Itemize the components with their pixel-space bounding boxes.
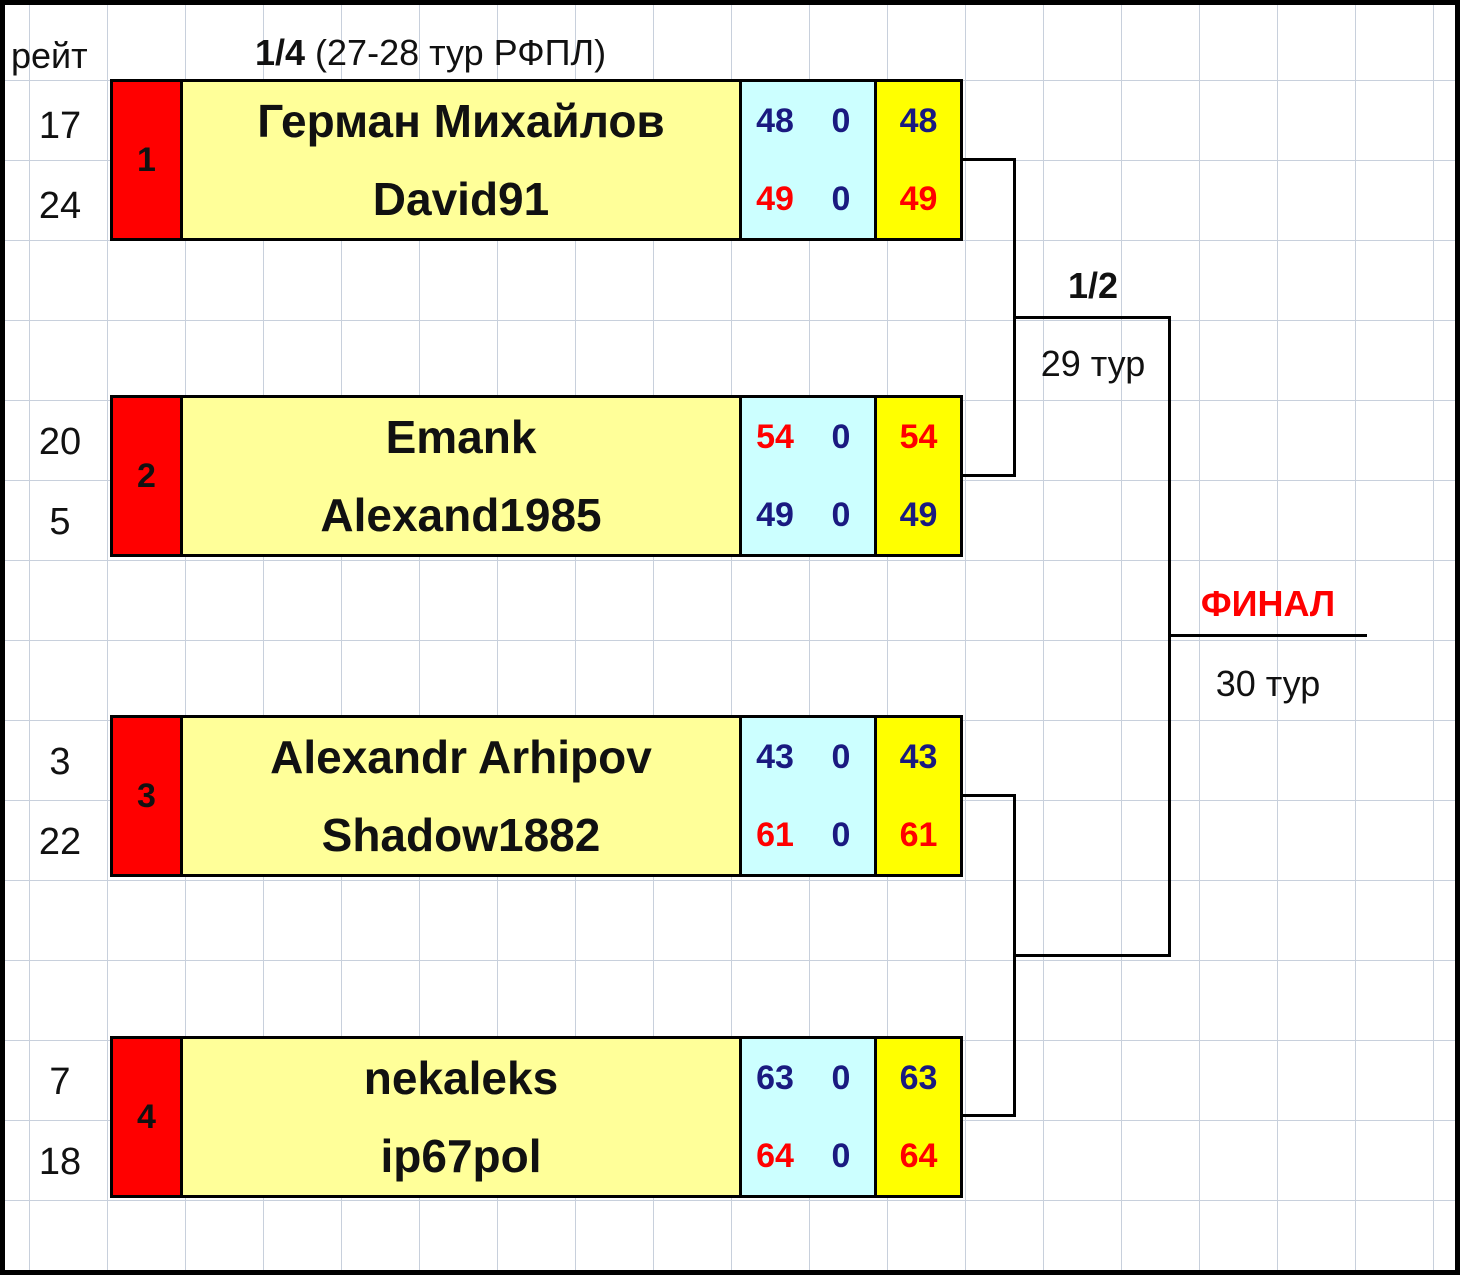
match-seed: 2 <box>113 398 183 554</box>
match-seed: 1 <box>113 82 183 238</box>
rating-value: 18 <box>38 1141 82 1183</box>
player-name: Alexandr Arhipov <box>270 731 652 783</box>
player-name: Shadow1882 <box>321 809 601 861</box>
player-name: Герман Михайлов <box>257 95 665 147</box>
rating-value: 3 <box>49 741 71 783</box>
round-scores: 48 0 49 0 <box>742 82 877 238</box>
rating-value: 20 <box>38 421 82 463</box>
bracket-connector <box>963 1114 1016 1117</box>
round-2-score: 0 <box>831 815 851 854</box>
total-score: 64 <box>899 1136 938 1175</box>
final-label: ФИНАЛ <box>1200 583 1336 624</box>
score-row: 63 0 <box>742 1039 874 1117</box>
bracket-connector <box>963 158 1016 161</box>
player-name: ip67pol <box>380 1130 542 1182</box>
bracket-connector <box>1013 954 1171 957</box>
total-score: 48 <box>899 101 938 140</box>
quarterfinal-match-2: 2 Emank Alexand1985 54 0 49 0 54 49 <box>110 395 963 557</box>
total-scores: 63 64 <box>877 1039 960 1195</box>
semifinal-round: 29 тур <box>1040 343 1146 384</box>
round-2-score: 0 <box>831 1058 851 1097</box>
bracket-connector <box>963 794 1016 797</box>
match-seed: 3 <box>113 718 183 874</box>
player-names: Герман Михайлов David91 <box>183 82 742 238</box>
rating-column-header: рейт <box>11 35 88 76</box>
round-scores: 43 0 61 0 <box>742 718 877 874</box>
total-score: 61 <box>899 815 938 854</box>
quarterfinal-match-1: 1 Герман Михайлов David91 48 0 49 0 48 4… <box>110 79 963 241</box>
total-scores: 43 61 <box>877 718 960 874</box>
round-1-score: 49 <box>756 495 794 534</box>
round-1-score: 64 <box>756 1136 794 1175</box>
round-2-score: 0 <box>831 417 851 456</box>
player-names: Emank Alexand1985 <box>183 398 742 554</box>
player-name: Emank <box>385 411 537 463</box>
bracket-connector <box>963 474 1016 477</box>
round-2-score: 0 <box>831 101 851 140</box>
total-score: 43 <box>899 737 938 776</box>
rating-value: 7 <box>49 1061 71 1103</box>
rating-value: 24 <box>38 185 82 227</box>
score-row: 43 0 <box>742 718 874 796</box>
round-1-score: 61 <box>756 815 794 854</box>
round-1-score: 54 <box>756 417 794 456</box>
player-name: David91 <box>372 173 550 225</box>
score-row: 49 0 <box>742 476 874 554</box>
player-names: Alexandr Arhipov Shadow1882 <box>183 718 742 874</box>
score-row: 54 0 <box>742 398 874 476</box>
round-1-score: 48 <box>756 101 794 140</box>
bracket-connector <box>1013 316 1171 319</box>
score-row: 49 0 <box>742 160 874 238</box>
total-score: 54 <box>899 417 938 456</box>
round-2-score: 0 <box>831 1136 851 1175</box>
player-names: nekaleks ip67pol <box>183 1039 742 1195</box>
round-1-score: 63 <box>756 1058 794 1097</box>
semifinal-label: 1/2 <box>1067 265 1119 306</box>
match-seed: 4 <box>113 1039 183 1195</box>
score-row: 61 0 <box>742 796 874 874</box>
rating-value: 17 <box>38 105 82 147</box>
round-scores: 63 0 64 0 <box>742 1039 877 1195</box>
total-score: 63 <box>899 1058 938 1097</box>
bracket-connector <box>1168 634 1367 637</box>
quarterfinal-rounds: (27-28 тур РФПЛ) <box>305 32 607 73</box>
round-2-score: 0 <box>831 737 851 776</box>
score-row: 64 0 <box>742 1117 874 1195</box>
player-name: nekaleks <box>363 1052 559 1104</box>
total-score: 49 <box>899 179 938 218</box>
quarterfinal-label: 1/4 <box>255 32 306 73</box>
rating-value: 5 <box>49 501 71 543</box>
final-round: 30 тур <box>1215 663 1321 704</box>
round-scores: 54 0 49 0 <box>742 398 877 554</box>
player-name: Alexand1985 <box>320 489 602 541</box>
round-1-score: 49 <box>756 179 794 218</box>
round-2-score: 0 <box>831 179 851 218</box>
rating-value: 22 <box>38 821 82 863</box>
quarterfinal-match-3: 3 Alexandr Arhipov Shadow1882 43 0 61 0 … <box>110 715 963 877</box>
round-1-score: 43 <box>756 737 794 776</box>
total-score: 49 <box>899 495 938 534</box>
quarterfinal-match-4: 4 nekaleks ip67pol 63 0 64 0 63 64 <box>110 1036 963 1198</box>
total-scores: 48 49 <box>877 82 960 238</box>
round-2-score: 0 <box>831 495 851 534</box>
total-scores: 54 49 <box>877 398 960 554</box>
quarterfinal-title: 1/4 (27-28 тур РФПЛ) <box>255 32 606 74</box>
score-row: 48 0 <box>742 82 874 160</box>
